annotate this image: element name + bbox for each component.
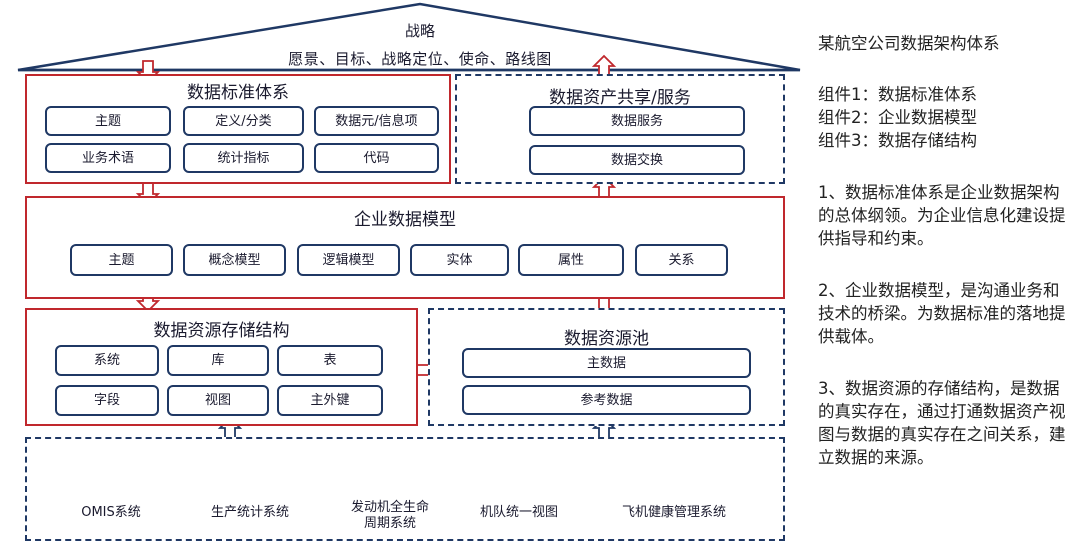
storage-item: 系统: [55, 345, 159, 376]
sharing-title: 数据资产共享/服务: [549, 88, 691, 108]
model-item: 属性: [518, 244, 624, 276]
source-system-label: 机队统一视图: [479, 505, 558, 520]
sharing-item: 数据服务: [529, 106, 745, 136]
strategy-title: 战略: [404, 22, 435, 40]
standards-title: 数据标准体系: [187, 83, 289, 103]
side-title: 某航空公司数据架构体系: [818, 34, 1000, 53]
component-item: 组件2：企业数据模型: [818, 108, 977, 127]
storage-item: 主外键: [277, 385, 383, 416]
note-paragraph: 3、数据资源的存储结构，是数据的真实存在，通过打通数据资产视图与数据的真实存在之…: [818, 379, 1066, 467]
storage-item: 库: [167, 345, 269, 376]
pool-item: 参考数据: [462, 385, 751, 415]
storage-item: 表: [277, 345, 383, 376]
component-list: 组件1：数据标准体系 组件2：企业数据模型 组件3：数据存储结构: [818, 83, 1073, 152]
model-title: 企业数据模型: [354, 210, 456, 230]
component-item: 组件1：数据标准体系: [818, 85, 977, 104]
storage-item: 视图: [167, 385, 269, 416]
component-item: 组件3：数据存储结构: [818, 131, 977, 150]
standards-item: 定义/分类: [183, 106, 304, 136]
model-item: 主题: [70, 244, 173, 276]
model-item: 逻辑模型: [297, 244, 400, 276]
strategy-subtitle: 愿景、目标、战略定位、使命、路线图: [288, 50, 552, 68]
storage-item: 字段: [55, 385, 159, 416]
source-system-label: 发动机全生命周期系统: [350, 500, 429, 532]
standards-item: 代码: [314, 143, 439, 173]
source-system-label: OMIS系统: [81, 505, 141, 520]
pool-item: 主数据: [462, 348, 751, 378]
model-item: 概念模型: [183, 244, 286, 276]
standards-item: 主题: [45, 106, 171, 136]
standards-item: 统计指标: [183, 143, 304, 173]
note-paragraph: 2、企业数据模型，是沟通业务和技术的桥梁。为数据标准的落地提供载体。: [818, 281, 1066, 346]
storage-title: 数据资源存储结构: [153, 321, 290, 341]
standards-item: 数据元/信息项: [314, 106, 439, 136]
source-system-label: 飞机健康管理系统: [621, 505, 726, 520]
sharing-item: 数据交换: [529, 145, 745, 175]
sources-panel: [25, 437, 785, 541]
model-item: 实体: [410, 244, 509, 276]
model-item: 关系: [635, 244, 728, 276]
standards-item: 业务术语: [45, 143, 171, 173]
pool-title: 数据资源池: [564, 329, 649, 349]
source-system-label: 生产统计系统: [210, 505, 289, 520]
note-paragraph: 1、数据标准体系是企业数据架构的总体纲领。为企业信息化建设提供指导和约束。: [818, 183, 1066, 248]
